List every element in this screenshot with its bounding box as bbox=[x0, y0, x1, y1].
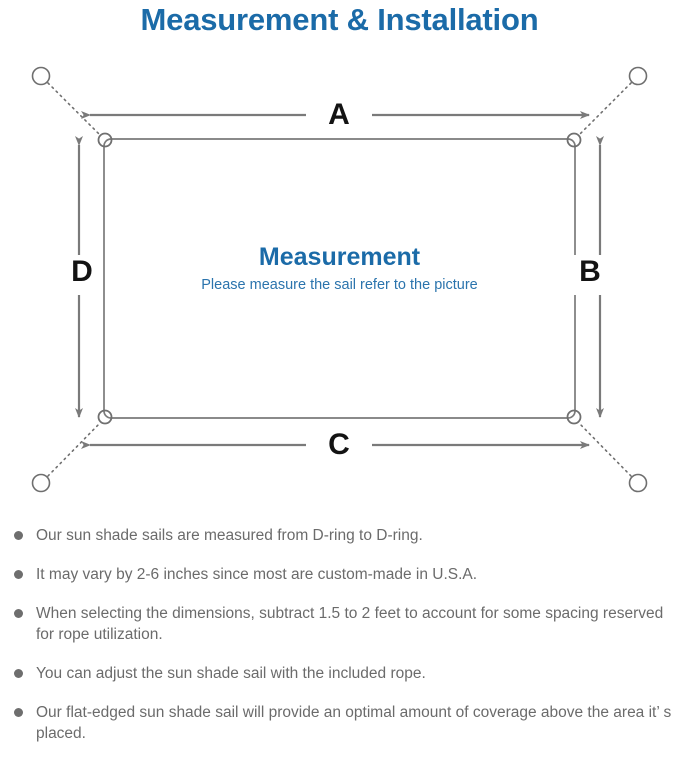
list-item-text: You can adjust the sun shade sail with t… bbox=[36, 665, 426, 682]
list-item-text: Our sun shade sails are measured from D-… bbox=[36, 527, 423, 544]
rope-top-right bbox=[578, 82, 632, 136]
dimension-label-b: B bbox=[570, 255, 610, 295]
list-item: You can adjust the sun shade sail with t… bbox=[8, 663, 679, 684]
list-item: Our sun shade sails are measured from D-… bbox=[8, 525, 679, 546]
rope-top-left bbox=[47, 82, 101, 136]
bullet-icon bbox=[14, 570, 23, 579]
anchor-ring-bottom-left bbox=[31, 473, 51, 493]
page-title: Measurement & Installation bbox=[140, 2, 539, 37]
rope-bottom-right bbox=[578, 422, 632, 477]
diagram-center-title: Measurement bbox=[258, 243, 421, 271]
bullet-icon bbox=[14, 531, 23, 540]
notes-list: Our sun shade sails are measured from D-… bbox=[8, 525, 679, 762]
bullet-icon bbox=[14, 669, 23, 678]
measurement-diagram: Measurement Please measure the sail refe… bbox=[0, 45, 679, 515]
list-item-text: When selecting the dimensions, subtract … bbox=[36, 605, 664, 643]
dimension-label-c: C bbox=[306, 428, 372, 462]
list-item: When selecting the dimensions, subtract … bbox=[8, 603, 679, 645]
list-item: It may vary by 2-6 inches since most are… bbox=[8, 564, 679, 585]
dimension-label-a: A bbox=[306, 98, 372, 132]
d-ring-top-left bbox=[97, 132, 113, 148]
anchor-ring-top-right bbox=[628, 66, 648, 86]
rope-bottom-left bbox=[47, 422, 101, 477]
diagram-center-subtitle: Please measure the sail refer to the pic… bbox=[201, 277, 478, 293]
list-item: Our flat-edged sun shade sail will provi… bbox=[8, 702, 679, 744]
bullet-icon bbox=[14, 708, 23, 717]
anchor-ring-top-left bbox=[31, 66, 51, 86]
bullet-icon bbox=[14, 609, 23, 618]
list-item-text: It may vary by 2-6 inches since most are… bbox=[36, 566, 478, 583]
d-ring-top-right bbox=[566, 132, 582, 148]
d-ring-bottom-right bbox=[566, 409, 582, 425]
d-ring-bottom-left bbox=[97, 409, 113, 425]
list-item-text: Our flat-edged sun shade sail will provi… bbox=[36, 704, 672, 742]
dimension-label-d: D bbox=[62, 255, 102, 295]
anchor-ring-bottom-right bbox=[628, 473, 648, 493]
